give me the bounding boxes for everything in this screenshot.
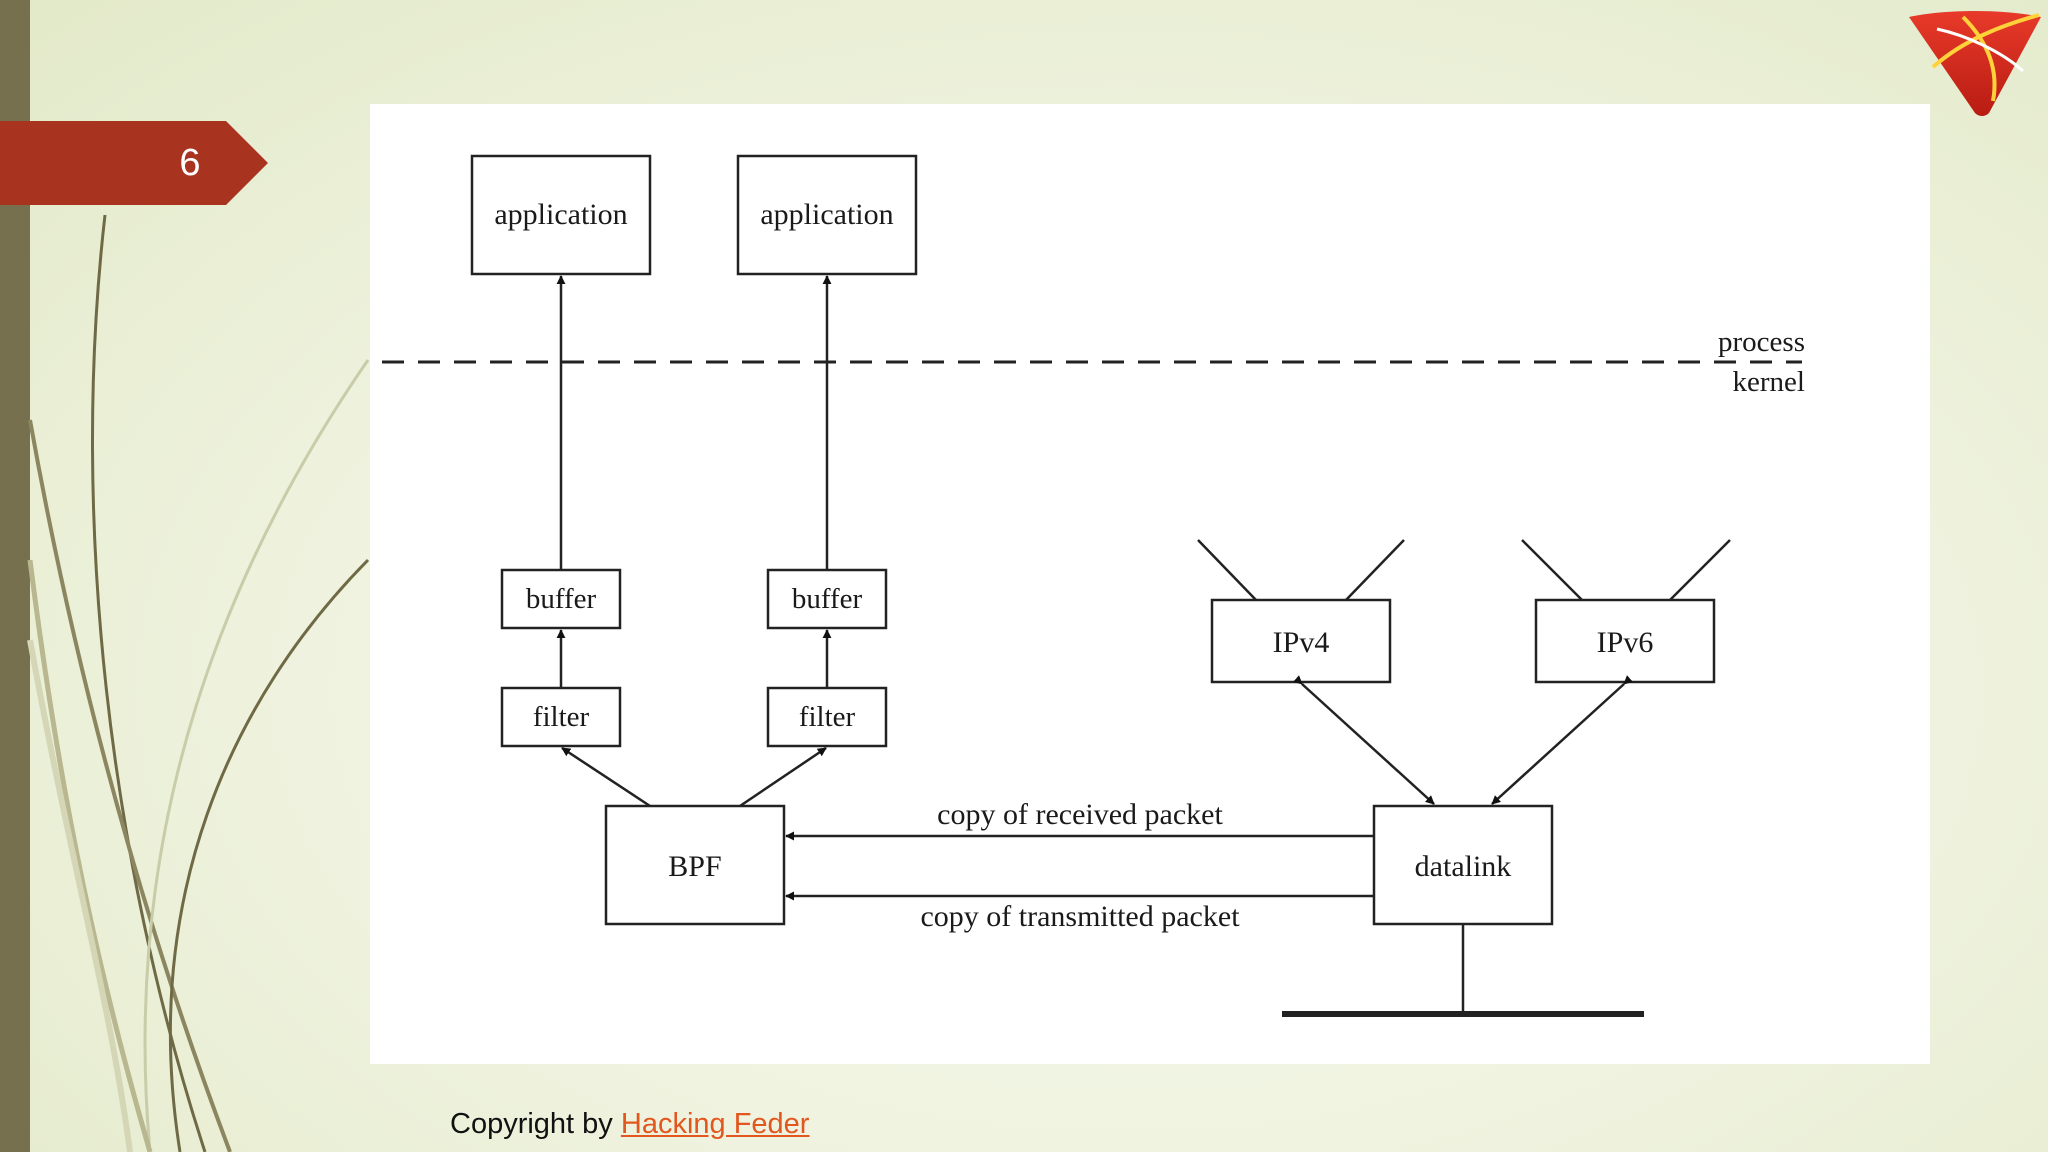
ipv4-label: IPv4 bbox=[1273, 626, 1330, 659]
datalink-label: datalink bbox=[1415, 850, 1512, 883]
arrow-datalink-ipv4 bbox=[1292, 675, 1435, 805]
buffer-box-2: buffer bbox=[766, 568, 888, 630]
diagram-panel: process kernel application application b… bbox=[370, 104, 1930, 1064]
buffer-label-1: buffer bbox=[526, 583, 597, 615]
received-packet-label: copy of received packet bbox=[937, 798, 1223, 831]
arrow-bpf-to-filter2 bbox=[739, 746, 827, 808]
hacking-feder-link[interactable]: Hacking Feder bbox=[620, 1108, 810, 1140]
ipv6-upper-line-left bbox=[1521, 539, 1583, 601]
kernel-label: kernel bbox=[1733, 366, 1805, 398]
filter-label-1: filter bbox=[533, 701, 590, 733]
arrow-datalink-ipv6 bbox=[1491, 675, 1634, 805]
copyright-prefix: Copyright by bbox=[450, 1108, 613, 1140]
ipv6-box: IPv6 bbox=[1534, 598, 1716, 684]
slide-number: 6 bbox=[179, 142, 201, 184]
application-label-1: application bbox=[494, 198, 627, 231]
buffer-box-1: buffer bbox=[500, 568, 622, 630]
ipv4-upper-line-right bbox=[1345, 539, 1405, 601]
ipv6-upper-line-right bbox=[1669, 539, 1731, 601]
copyright-footer: Copyright by Hacking Feder bbox=[450, 1108, 809, 1144]
slide-number-tab bbox=[0, 121, 268, 205]
bpf-architecture-diagram: process kernel application application b… bbox=[382, 154, 1805, 1017]
bpf-box: BPF bbox=[604, 804, 786, 926]
arrow-bpf-to-filter1 bbox=[561, 746, 651, 808]
bpf-label: BPF bbox=[668, 850, 721, 883]
ipv6-label: IPv6 bbox=[1597, 626, 1654, 659]
application-box-1: application bbox=[470, 154, 652, 276]
process-label: process bbox=[1718, 326, 1805, 358]
ipv4-upper-line-left bbox=[1197, 539, 1257, 601]
ipv4-box: IPv4 bbox=[1210, 598, 1392, 684]
decorative-swooshes bbox=[27, 214, 370, 1152]
filter-label-2: filter bbox=[799, 701, 856, 733]
transmitted-packet-label: copy of transmitted packet bbox=[920, 900, 1240, 933]
datalink-box: datalink bbox=[1372, 804, 1554, 926]
application-box-2: application bbox=[736, 154, 918, 276]
application-label-2: application bbox=[760, 198, 893, 231]
filter-box-2: filter bbox=[766, 686, 888, 748]
filter-box-1: filter bbox=[500, 686, 622, 748]
red-shield-logo bbox=[1909, 11, 2041, 116]
buffer-label-2: buffer bbox=[792, 583, 863, 615]
